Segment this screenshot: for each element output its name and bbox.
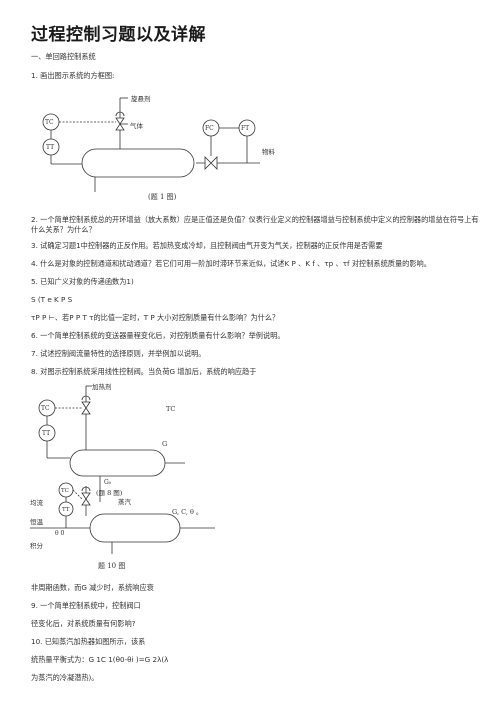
fig2-tc2-label: TC [166, 405, 175, 413]
fig2-tc-label: TC [41, 405, 50, 412]
fig1-tt-label: TT [46, 144, 54, 151]
fig2-tt3-label: TT [62, 507, 70, 513]
question-6: 6. 一个简单控制系统的变送器量程变化后，对控制质量有什么影响？举例说明。 [31, 331, 285, 340]
answer-8: 非周期函数，而G 减少时，系统响应衰 [31, 583, 154, 592]
fig1-ft-label: FT [241, 125, 249, 132]
fig2-tt-label: TT [42, 430, 50, 437]
fig2-caption8: (题 8 图) [96, 489, 123, 497]
question-9: 9. 一个简单控制系统中，控制阀口 [31, 601, 141, 610]
fig1-feed-label: 物料 [262, 147, 276, 156]
fig2-theta-label: θ 0 [55, 530, 65, 537]
figure-2-diagram: 加热剂 TC TT TC G G₀ (题 8 图) 蒸汽 TC TT G, C,… [30, 382, 215, 570]
fig1-reagent-label: 旋悬剂 [131, 94, 151, 103]
fig2-left3-label: 积分 [30, 541, 44, 550]
question-8: 8. 对图示控制系统采用线性控制阀。当负荷G 增加后，系统的响应趋于 [31, 367, 257, 376]
fig2-steam-label: 蒸汽 [118, 497, 132, 506]
fig2-g0-label: G₀ [104, 479, 112, 486]
question-5-formula: S (T e K P S [31, 295, 73, 304]
question-10-continued: 统热量平衡式为：G 1C 1(θ0-θi )=G 2λ(λ [31, 655, 169, 664]
question-7: 7. 试述控制阀流量特性的选择原则，并举例加以说明。 [31, 349, 206, 358]
fig2-caption: 题 10 图 [98, 562, 125, 570]
question-5: 5. 已知广义对象的传递函数为1) [31, 277, 134, 286]
question-10-continued-2: 为蒸汽的冷凝潜热)。 [31, 673, 99, 682]
question-3: 3. 试确定习题1中控制器的正反作用。若加热变成冷却，且控制阀由气开变为气关，控… [31, 241, 383, 250]
fig2-tc3-label: TC [61, 488, 69, 494]
question-4: 4. 什么是对象的控制通道和扰动通道？若它们可用一阶加时滞环节来近似，试述K P… [31, 259, 431, 268]
section-heading: 一、单回路控制系统 [31, 52, 96, 61]
question-9-continued: 径变化后，对系统质量有何影响? [31, 619, 136, 628]
question-5-continued: τP P ⊢、若P P T τ的比值一定时，T P 大小对控制质量有什么影响？为… [31, 313, 280, 322]
fig2-left1-label: 均流 [30, 498, 44, 507]
fig1-fc-label: FC [205, 125, 214, 132]
fig2-heat-label: 加热剂 [92, 382, 112, 391]
question-1: 1. 画出图示系统的方框图: [31, 71, 115, 80]
question-10: 10. 已知蒸汽加热器如图所示，该系 [31, 637, 146, 646]
question-2: 2. 一个简单控制系统总的开环增益（放大系数）应是正值还是负值？仪表行业定义的控… [31, 215, 479, 234]
fig1-caption: (题 1 图) [148, 193, 177, 201]
fig1-tc-label: TC [45, 119, 54, 126]
figure-1-diagram: 旋悬剂 气体 TC TT FC FT 物料 (题 1 图) [42, 94, 276, 201]
page-title: 过程控制习题以及详解 [31, 25, 206, 45]
fig2-g-label: G [162, 440, 167, 448]
fig2-right-label: G, C, θ 。 [172, 508, 202, 516]
fig1-steam-label: 气体 [130, 121, 144, 130]
fig2-left2-label: 恒温 [30, 517, 44, 526]
